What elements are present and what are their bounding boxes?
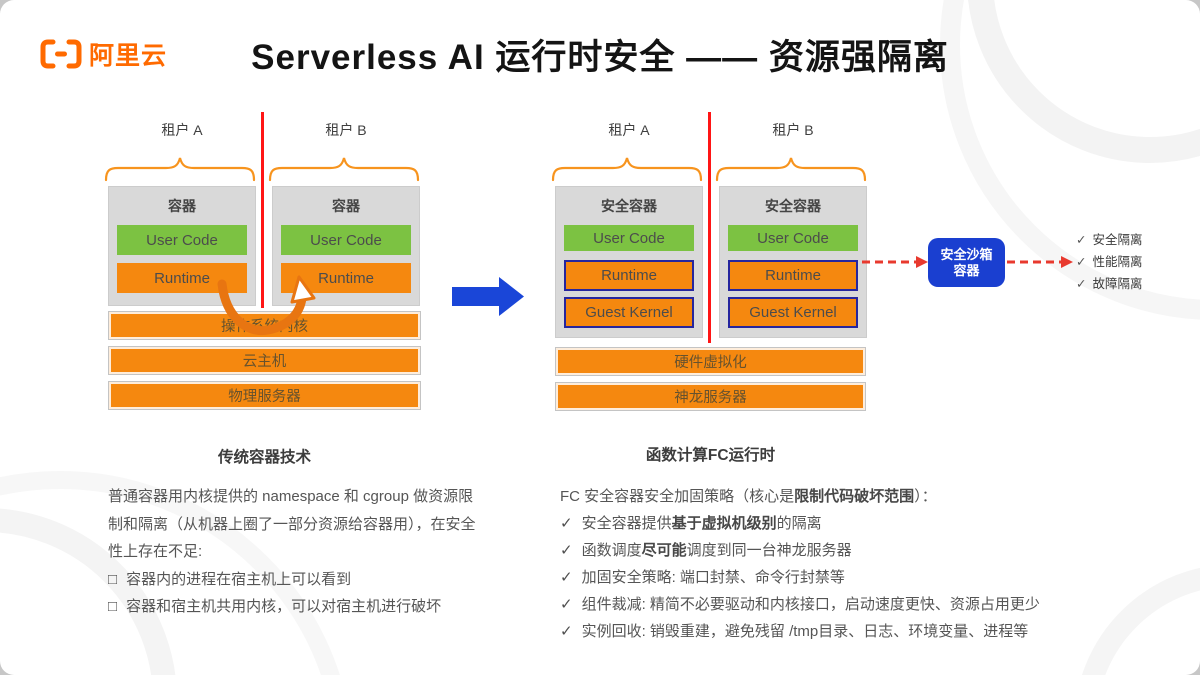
list-item: ✓ 安全隔离 — [1076, 229, 1143, 251]
cloud-host-layer: 云主机 — [108, 346, 421, 375]
check-icon: ✓ — [1076, 255, 1087, 269]
list-item: ✓ 组件裁减: 精简不必要驱动和内核接口，启动速度更快、资源占用更少 — [560, 591, 1108, 618]
item-bold-text: 基于虚拟机级别 — [671, 515, 777, 532]
guest-kernel-block: Guest Kernel — [564, 297, 694, 328]
item-text: 加固安全策略: 端口封禁、命令行封禁等 — [581, 569, 845, 586]
item-text: 组件裁减: 精简不必要驱动和内核接口，启动速度更快、资源占用更少 — [581, 596, 1040, 613]
alibaba-cloud-logo-icon — [40, 39, 82, 69]
user-code-block: User Code — [281, 225, 411, 255]
check-icon: ✓ — [560, 515, 573, 532]
runtime-block: Runtime — [281, 263, 411, 293]
benefit-label: 性能隔离 — [1092, 255, 1143, 269]
list-item: ✓ 安全容器提供基于虚拟机级别的隔离 — [560, 510, 1108, 537]
list-item: ✓ 加固安全策略: 端口封禁、命令行封禁等 — [560, 564, 1108, 591]
fc-runtime-notes: FC 安全容器安全加固策略（核心是限制代码破坏范围）： ✓ 安全容器提供基于虚拟… — [560, 483, 1108, 645]
square-bullet-icon: □ — [108, 570, 118, 588]
check-icon: ✓ — [1076, 233, 1087, 247]
badge-line2: 容器 — [953, 262, 980, 278]
bullet-text: 容器内的进程在宿主机上可以看到 — [126, 570, 352, 588]
container-title: 容器 — [168, 198, 196, 214]
left-diagram-caption: 传统容器技术 — [217, 449, 311, 466]
shenlong-server-layer: 神龙服务器 — [555, 382, 866, 411]
transform-arrow-icon — [452, 277, 524, 316]
list-item: ✓ 性能隔离 — [1076, 251, 1143, 273]
traditional-container-notes: 普通容器用内核提供的 namespace 和 cgroup 做资源限制和隔离（从… — [108, 483, 486, 621]
square-bullet-icon: □ — [108, 598, 118, 615]
dashed-arrow-icon — [862, 256, 928, 268]
benefit-label: 安全隔离 — [1092, 233, 1143, 247]
bullet-text: 容器和宿主机共用内核，可以对宿主机进行破坏 — [126, 598, 442, 615]
container-box-tenant-b: 容器 User Code Runtime — [272, 186, 420, 306]
user-code-block: User Code — [728, 225, 858, 251]
secure-sandbox-badge: 安全沙箱 容器 — [928, 238, 1005, 287]
right-diagram-caption: 函数计算FC运行时 — [645, 447, 776, 464]
item-text: 函数调度尽可能调度到同一台神龙服务器 — [582, 537, 852, 564]
intro-text: ）： — [914, 488, 937, 505]
item-text: 实例回收: 销毁重建，避免残留 /tmp目录、日志、环境变量、进程等 — [581, 623, 1029, 640]
list-item: ✓ 实例回收: 销毁重建，避免残留 /tmp目录、日志、环境变量、进程等 — [560, 618, 1108, 645]
tenant-separator-line — [708, 112, 711, 343]
list-item: ✓ 故障隔离 — [1076, 273, 1143, 295]
check-icon: ✓ — [560, 569, 573, 586]
user-code-block: User Code — [117, 225, 247, 255]
tenant-separator-line — [261, 112, 264, 308]
brace-icon — [715, 157, 867, 182]
user-code-block: User Code — [564, 225, 694, 251]
isolation-benefits-list: ✓ 安全隔离 ✓ 性能隔离 ✓ 故障隔离 — [1076, 229, 1143, 295]
benefit-label: 故障隔离 — [1092, 277, 1143, 291]
guest-kernel-block: Guest Kernel — [728, 297, 858, 328]
secure-container-box-tenant-a: 安全容器 User Code Runtime Guest Kernel — [555, 186, 703, 338]
intro-text: FC 安全容器安全加固策略（核心是 — [560, 488, 795, 505]
runtime-block: Runtime — [117, 263, 247, 293]
brace-icon — [104, 157, 256, 182]
item-text-part: 函数调度 — [581, 542, 642, 559]
intro-bold-text: 限制代码破坏范围 — [794, 488, 915, 505]
page-title: Serverless AI 运行时安全 —— 资源强隔离 — [251, 38, 949, 77]
left-tenant-b-label: 租户 B — [325, 122, 367, 138]
secure-container-title: 安全容器 — [765, 198, 821, 214]
dashed-arrow-icon — [1007, 256, 1073, 268]
os-kernel-layer: 操作系统内核 — [108, 311, 421, 340]
container-box-tenant-a: 容器 User Code Runtime — [108, 186, 256, 306]
alibaba-cloud-logo: 阿里云 — [40, 36, 167, 72]
notes-intro: FC 安全容器安全加固策略（核心是限制代码破坏范围）： — [560, 483, 1108, 510]
item-text-part: 调度到同一台神龙服务器 — [686, 542, 852, 559]
check-icon: ✓ — [560, 623, 573, 640]
secure-container-box-tenant-b: 安全容器 User Code Runtime Guest Kernel — [719, 186, 867, 338]
secure-container-title: 安全容器 — [601, 198, 657, 214]
check-icon: ✓ — [560, 596, 573, 613]
brace-icon — [268, 157, 420, 182]
logo-text: 阿里云 — [89, 42, 168, 70]
list-item: ✓ 函数调度尽可能调度到同一台神龙服务器 — [560, 537, 1108, 564]
left-tenant-a-label: 租户 A — [161, 122, 203, 138]
check-icon: ✓ — [1076, 277, 1087, 291]
notes-paragraph: 普通容器用内核提供的 namespace 和 cgroup 做资源限制和隔离（从… — [108, 488, 476, 560]
list-item: □ 容器内的进程在宿主机上可以看到 — [108, 566, 486, 594]
right-tenant-b-label: 租户 B — [772, 122, 814, 138]
item-text-part: 的隔离 — [776, 515, 822, 532]
item-text-part: 安全容器提供 — [581, 515, 672, 532]
runtime-block: Runtime — [728, 260, 858, 291]
list-item: □ 容器和宿主机共用内核，可以对宿主机进行破坏 — [108, 593, 486, 621]
physical-server-layer: 物理服务器 — [108, 381, 421, 410]
item-text: 安全容器提供基于虚拟机级别的隔离 — [582, 510, 822, 537]
right-tenant-a-label: 租户 A — [608, 122, 650, 138]
container-title: 容器 — [332, 198, 360, 214]
badge-line1: 安全沙箱 — [940, 246, 993, 262]
hardware-virtualization-layer: 硬件虚拟化 — [555, 347, 866, 376]
check-icon: ✓ — [560, 542, 573, 559]
item-bold-text: 尽可能 — [641, 542, 687, 559]
runtime-block: Runtime — [564, 260, 694, 291]
brace-icon — [551, 157, 703, 182]
